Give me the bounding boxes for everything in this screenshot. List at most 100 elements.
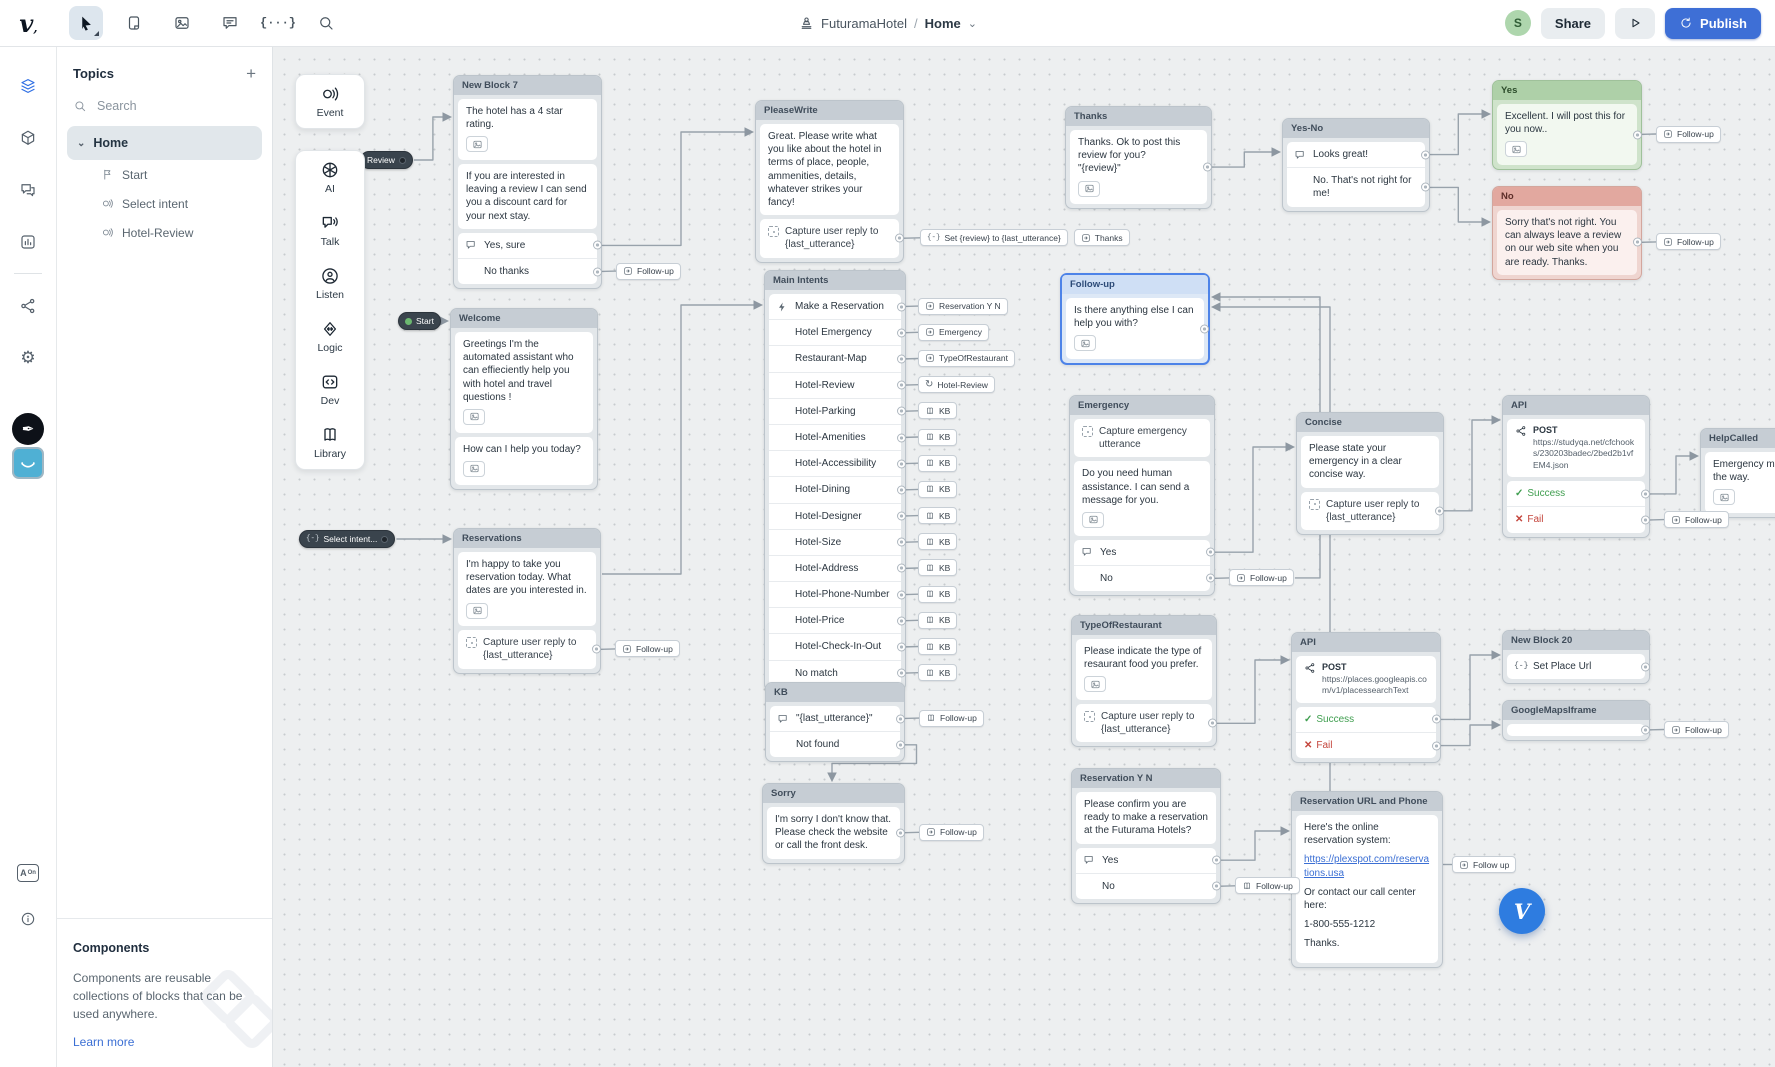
chip-c-mi-0[interactable]: Reservation Y N bbox=[918, 297, 1008, 315]
choice-row[interactable]: Yes bbox=[1076, 848, 1221, 873]
block-googlemapsiframe[interactable]: GoogleMapsIframe bbox=[1502, 700, 1650, 741]
share-button[interactable]: Share bbox=[1540, 7, 1606, 39]
chip-c-mi-3[interactable]: ↻Hotel-Review bbox=[918, 376, 995, 394]
choice-row[interactable]: No bbox=[1074, 564, 1215, 591]
chip-c-mi-7[interactable]: KB bbox=[918, 480, 958, 498]
connection-port[interactable] bbox=[1633, 130, 1642, 140]
connection-port[interactable] bbox=[1200, 324, 1209, 334]
connection-port[interactable] bbox=[897, 590, 906, 600]
message-card[interactable]: Do you need human assistance. I can send… bbox=[1074, 461, 1210, 536]
rail-integrations-icon[interactable] bbox=[19, 297, 37, 315]
choice-row[interactable]: Hotel-Designer bbox=[769, 502, 906, 529]
connection-port[interactable] bbox=[1206, 547, 1215, 557]
image-tool-button[interactable] bbox=[165, 6, 199, 40]
sidebar-item-hotel-review[interactable]: Hotel-Review bbox=[57, 218, 272, 247]
toolbar-item-event[interactable]: Event bbox=[296, 75, 364, 128]
search-tool-button[interactable] bbox=[309, 6, 343, 40]
toolbar-item-listen[interactable]: Listen bbox=[296, 257, 364, 310]
connection-port[interactable] bbox=[1641, 515, 1650, 525]
chip-c-fu-reserv[interactable]: Follow-up bbox=[615, 640, 680, 658]
run-button[interactable] bbox=[1615, 7, 1656, 39]
media-button[interactable] bbox=[1074, 335, 1096, 352]
sidebar-item-home[interactable]: ⌄ Home bbox=[67, 126, 262, 160]
voiceflow-logo[interactable]: v, bbox=[19, 8, 38, 38]
choice-row[interactable]: Hotel-Dining bbox=[769, 476, 906, 502]
choice-row[interactable]: Hotel-Review bbox=[769, 371, 906, 398]
choice-row[interactable]: Hotel-Address bbox=[769, 554, 906, 581]
chip-c-mi-11[interactable]: KB bbox=[918, 585, 958, 603]
choice-row[interactable]: "{last_utterance}" bbox=[770, 706, 905, 731]
chip-c-fu-kb[interactable]: Follow-up bbox=[919, 709, 984, 727]
message-card[interactable]: Sorry that's not right. You can always l… bbox=[1497, 210, 1642, 275]
message-card[interactable]: If you are interested in leaving a revie… bbox=[458, 164, 597, 229]
choice-row[interactable]: Hotel-Amenities bbox=[769, 423, 906, 450]
connection-port[interactable] bbox=[1212, 855, 1221, 865]
choice-row[interactable]: {-}Set Place Url bbox=[1507, 654, 1650, 679]
chip-c-fu-resurl[interactable]: Follow up bbox=[1452, 856, 1517, 873]
message-card[interactable]: The hotel has a 4 star rating. bbox=[458, 99, 597, 161]
breadcrumb[interactable]: FuturamaHotel / Home ⌄ bbox=[798, 15, 977, 31]
capture-card[interactable]: Capture user reply to {last_utterance} bbox=[1076, 704, 1217, 743]
connection-port[interactable] bbox=[897, 485, 906, 495]
connection-port[interactable] bbox=[895, 233, 904, 243]
toolbar-item-logic[interactable]: Logic bbox=[296, 310, 364, 363]
connection-port[interactable] bbox=[897, 354, 906, 364]
breadcrumb-project[interactable]: FuturamaHotel bbox=[821, 15, 908, 31]
code-tool-button[interactable]: {···} bbox=[260, 16, 297, 30]
chip-c-fu-emg[interactable]: Follow-up bbox=[1229, 569, 1294, 587]
sidebar-item-start[interactable]: Start bbox=[57, 160, 272, 189]
connection-port[interactable] bbox=[897, 563, 906, 573]
choice-row[interactable]: Yes bbox=[1074, 540, 1215, 565]
connection-port[interactable] bbox=[1208, 718, 1217, 728]
chip-c-mi-6[interactable]: KB bbox=[918, 454, 958, 472]
publish-button[interactable]: Publish bbox=[1665, 7, 1761, 39]
capture-card[interactable]: Capture emergency utterance bbox=[1074, 419, 1210, 458]
choice-row[interactable]: ✕Fail bbox=[1296, 732, 1441, 758]
choice-row[interactable]: Yes, sure bbox=[458, 233, 602, 258]
connection-port[interactable] bbox=[897, 433, 906, 443]
connection-port[interactable] bbox=[897, 668, 906, 678]
chip-c-fu-nb7[interactable]: Follow-up bbox=[616, 262, 681, 280]
message-card[interactable]: Here's the online reservation system:htt… bbox=[1296, 815, 1438, 963]
cursor-tool-button[interactable] bbox=[69, 6, 103, 40]
connection-port[interactable] bbox=[1203, 162, 1212, 172]
message-card[interactable]: Greetings I'm the automated assistant wh… bbox=[455, 332, 593, 433]
chip-c-fu-resyn[interactable]: Follow-up bbox=[1235, 877, 1300, 895]
toolbar-item-dev[interactable]: Dev bbox=[296, 363, 364, 416]
connection-port[interactable] bbox=[1432, 714, 1441, 724]
connection-port[interactable] bbox=[1206, 573, 1215, 583]
connection-port[interactable] bbox=[897, 642, 906, 652]
block-new-block-20[interactable]: New Block 20{-}Set Place Url bbox=[1502, 630, 1650, 685]
chip-c-mi-8[interactable]: KB bbox=[918, 507, 958, 525]
message-card[interactable]: Is there anything else I can help you wi… bbox=[1066, 298, 1209, 360]
add-topic-button[interactable]: + bbox=[246, 64, 256, 83]
connection-port[interactable] bbox=[896, 714, 905, 724]
rail-conversations-icon[interactable] bbox=[19, 181, 37, 199]
message-card[interactable]: Please state your emergency in a clear c… bbox=[1301, 436, 1439, 488]
choice-row[interactable]: Hotel-Check-In-Out bbox=[769, 633, 906, 659]
choice-row[interactable]: ✓Success bbox=[1296, 707, 1441, 732]
connection-port[interactable] bbox=[896, 828, 905, 838]
chip-c-selectintent[interactable]: {-}Select intent... bbox=[299, 530, 396, 548]
connection-port[interactable] bbox=[1212, 881, 1221, 891]
chip-c-mi-2[interactable]: TypeOfRestaurant bbox=[918, 349, 1015, 367]
connection-port[interactable] bbox=[1421, 182, 1430, 192]
choice-row[interactable]: No bbox=[1076, 872, 1221, 899]
message-card[interactable]: Excellent. I will post this for you now.… bbox=[1497, 104, 1642, 166]
connection-port[interactable] bbox=[897, 511, 906, 521]
choice-row[interactable]: Looks great! bbox=[1287, 142, 1430, 167]
connection-port[interactable] bbox=[1432, 741, 1441, 751]
choice-row[interactable]: No thanks bbox=[458, 258, 602, 284]
choice-row[interactable]: No. That's not right for me! bbox=[1287, 167, 1430, 206]
chip-c-thanks[interactable]: Thanks bbox=[1073, 229, 1130, 247]
